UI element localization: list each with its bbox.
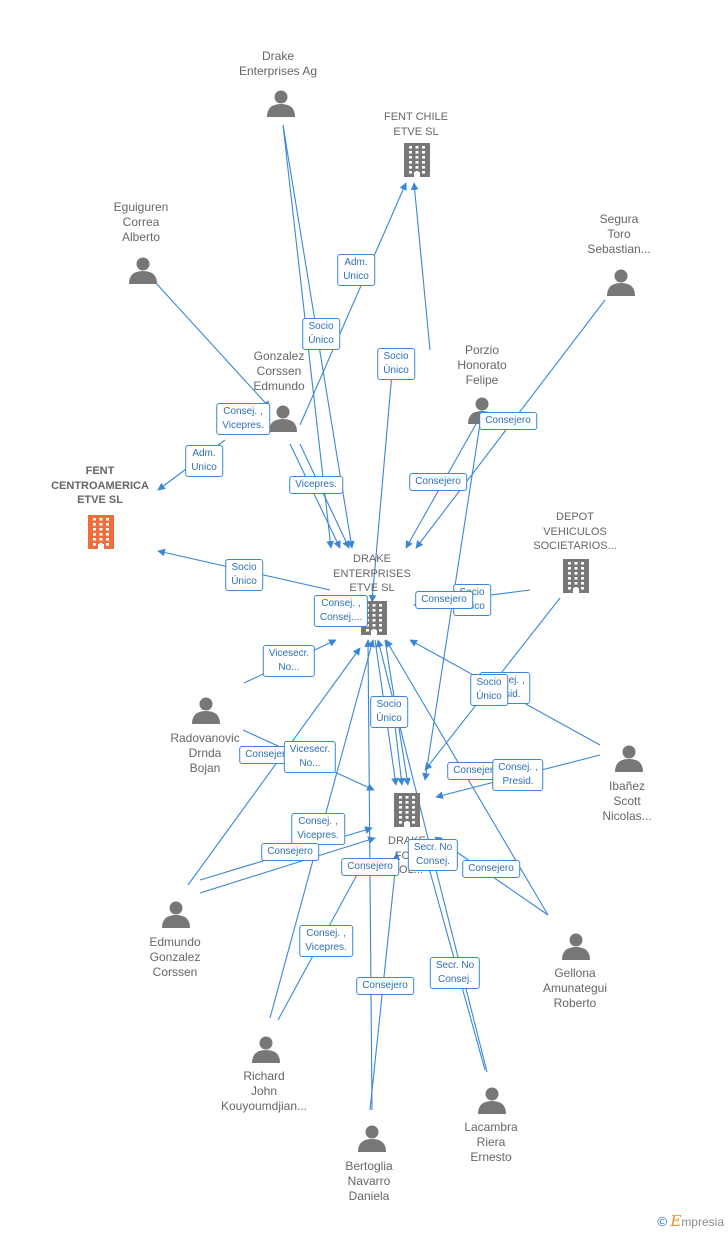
company-label-fent-chile[interactable]: FENT CHILE ETVE SL [384,111,448,138]
relationship-edge [154,281,271,409]
relationship-edge [410,182,431,351]
relationship-edge [299,182,407,426]
person-label-ibanez[interactable]: Ibañez Scott Nicolas... [602,779,652,823]
relationship-edge [368,349,395,603]
company-label-drake-fo[interactable]: DRAKE FO... HOL... [388,835,426,876]
edge-role-label[interactable]: Consej. , Vicepres. [291,813,345,845]
person-label-porzio[interactable]: Porzio Honorato Felipe [457,343,507,387]
edge-role-label[interactable]: Consejero [479,412,537,430]
brand-initial: E [670,1212,682,1230]
edge-role-label[interactable]: Socio Único [302,318,340,350]
building-icon[interactable] [563,559,589,593]
person-icon[interactable] [162,901,190,929]
company-label-fent-centro[interactable]: FENT CENTROAMERICA ETVE SL [51,465,149,506]
person-icon[interactable] [252,1036,280,1064]
person-icon[interactable] [269,405,297,433]
edge-role-label[interactable]: Secr. No Consej. [429,957,481,989]
relationship-edge [199,836,376,894]
brand-watermark: © Empresia [657,1212,724,1230]
edge-role-label[interactable]: Consejero [261,843,319,861]
person-icon[interactable] [192,697,220,725]
edge-role-label[interactable]: Secr. No Consej. [407,839,459,871]
edge-role-label[interactable]: Consejero [341,858,399,876]
person-label-drake-ag[interactable]: Drake Enterprises Ag [238,49,318,78]
company-label-depot[interactable]: DEPOT VEHICULOS SOCIETARIOS... [533,511,617,552]
person-icon[interactable] [615,745,643,773]
building-icon[interactable] [404,143,430,177]
person-icon[interactable] [562,933,590,961]
person-label-gellona[interactable]: Gellona Amunategui Roberto [542,966,608,1010]
relationship-edge [187,647,361,886]
person-label-bertoglia[interactable]: Bertoglia Navarro Daniela [345,1159,393,1203]
edge-role-label[interactable]: Vicesecr. No... [283,741,337,773]
building-icon[interactable] [88,515,114,549]
person-label-segura[interactable]: Segura Toro Sebastian... [587,212,651,256]
brand-name: mpresia [681,1215,724,1229]
person-icon[interactable] [358,1125,386,1153]
relationship-edge [289,443,341,549]
edge-role-label[interactable]: Socio Único [225,559,263,591]
person-label-lacambra[interactable]: Lacambra Riera Ernesto [464,1120,518,1164]
person-label-gonzalez-c[interactable]: Gonzalez Corssen Edmundo [253,349,305,393]
company-label-drake-etve[interactable]: DRAKE ENTERPRISES ETVE SL [333,553,411,594]
edge-role-label[interactable]: Consejero [409,473,467,491]
copyright-symbol: © [657,1214,668,1229]
edge-role-label[interactable]: Socio Único [370,696,408,728]
person-icon[interactable] [129,257,157,285]
building-icon[interactable] [394,793,420,827]
edge-role-label[interactable]: Adm. Unico [337,254,375,286]
person-label-edmundo-g[interactable]: Edmundo Gonzalez Corssen [149,935,201,979]
person-icon[interactable] [267,90,295,118]
edge-role-label[interactable]: Consej. , Vicepres. [299,925,353,957]
edge-role-label[interactable]: Socio Único [377,348,415,380]
person-label-eguiguren[interactable]: Eguiguren Correa Alberto [113,200,169,244]
edge-role-label[interactable]: Consejero [356,977,414,995]
edge-role-label[interactable]: Consej. , Vicepres. [216,403,270,435]
edge-role-label[interactable]: Consej. , Presid. [492,759,544,791]
edge-role-label[interactable]: Consejero [462,860,520,878]
person-label-radovanovic[interactable]: Radovanovic Drnda Bojan [170,731,240,775]
edge-role-label[interactable]: Consejero [415,591,473,609]
edge-role-label[interactable]: Vicesecr. No... [262,645,316,677]
person-icon[interactable] [478,1087,506,1115]
edge-role-label[interactable]: Vicepres. [289,476,343,494]
person-icon[interactable] [607,269,635,297]
person-label-richard[interactable]: Richard John Kouyoumdjian... [220,1069,308,1113]
edge-role-label[interactable]: Adm. Unico [185,445,223,477]
edge-role-label[interactable]: Consej. , Consej.... [313,595,369,627]
relationship-edge [299,443,350,549]
edge-role-label[interactable]: Socio Único [470,674,508,706]
